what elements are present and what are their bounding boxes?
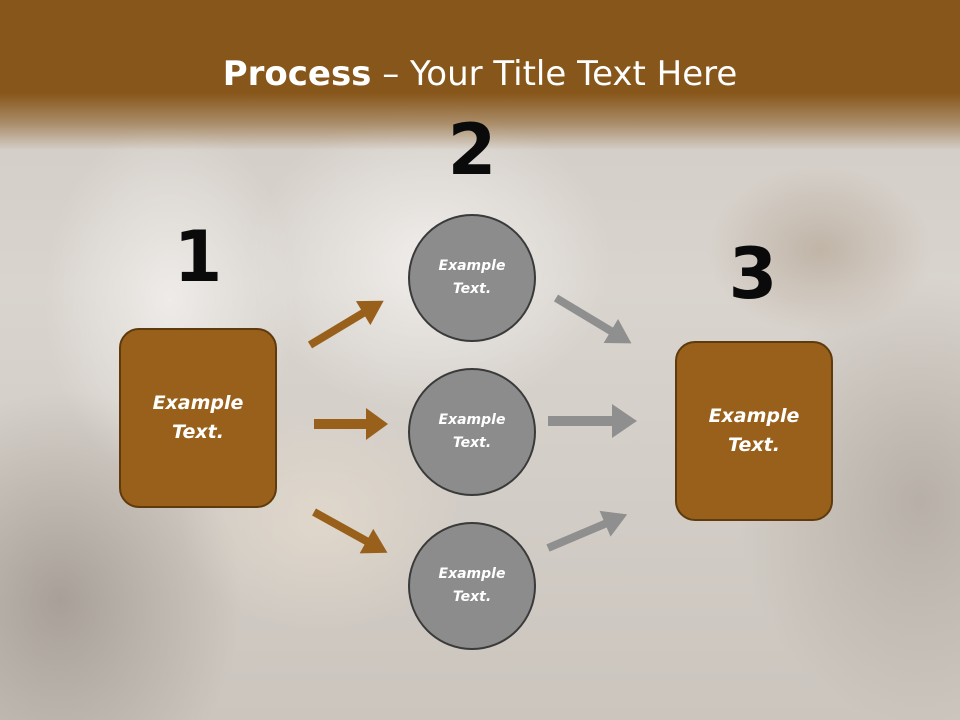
arrow-right-icon — [307, 300, 384, 349]
arrow-right-icon — [312, 508, 388, 554]
step-number-3: 3 — [728, 233, 778, 315]
circle-top-text: Example Text. — [438, 258, 506, 297]
arrow-right-icon — [314, 408, 388, 440]
step-3-text: Example Text. — [708, 405, 800, 456]
title-rest: – Your Title Text Here — [371, 54, 738, 94]
arrow-right-icon — [546, 510, 628, 552]
title-bold: Process — [222, 54, 372, 94]
slide-title: Process – Your Title Text Here — [0, 52, 960, 96]
arrow-right-icon — [548, 404, 637, 438]
step-2-circle-bottom: Example Text. — [408, 522, 536, 650]
step-1-text: Example Text. — [152, 392, 244, 443]
step-2-circle-middle: Example Text. — [408, 368, 536, 496]
circle-bottom-text: Example Text. — [438, 566, 506, 605]
step-1-box: Example Text. — [119, 328, 277, 508]
step-number-2: 2 — [447, 109, 497, 191]
step-number-1: 1 — [173, 216, 223, 298]
step-2-circle-top: Example Text. — [408, 214, 536, 342]
arrow-right-icon — [553, 294, 632, 344]
circle-middle-text: Example Text. — [438, 412, 506, 451]
step-3-box: Example Text. — [675, 341, 833, 521]
header-band — [0, 0, 960, 150]
